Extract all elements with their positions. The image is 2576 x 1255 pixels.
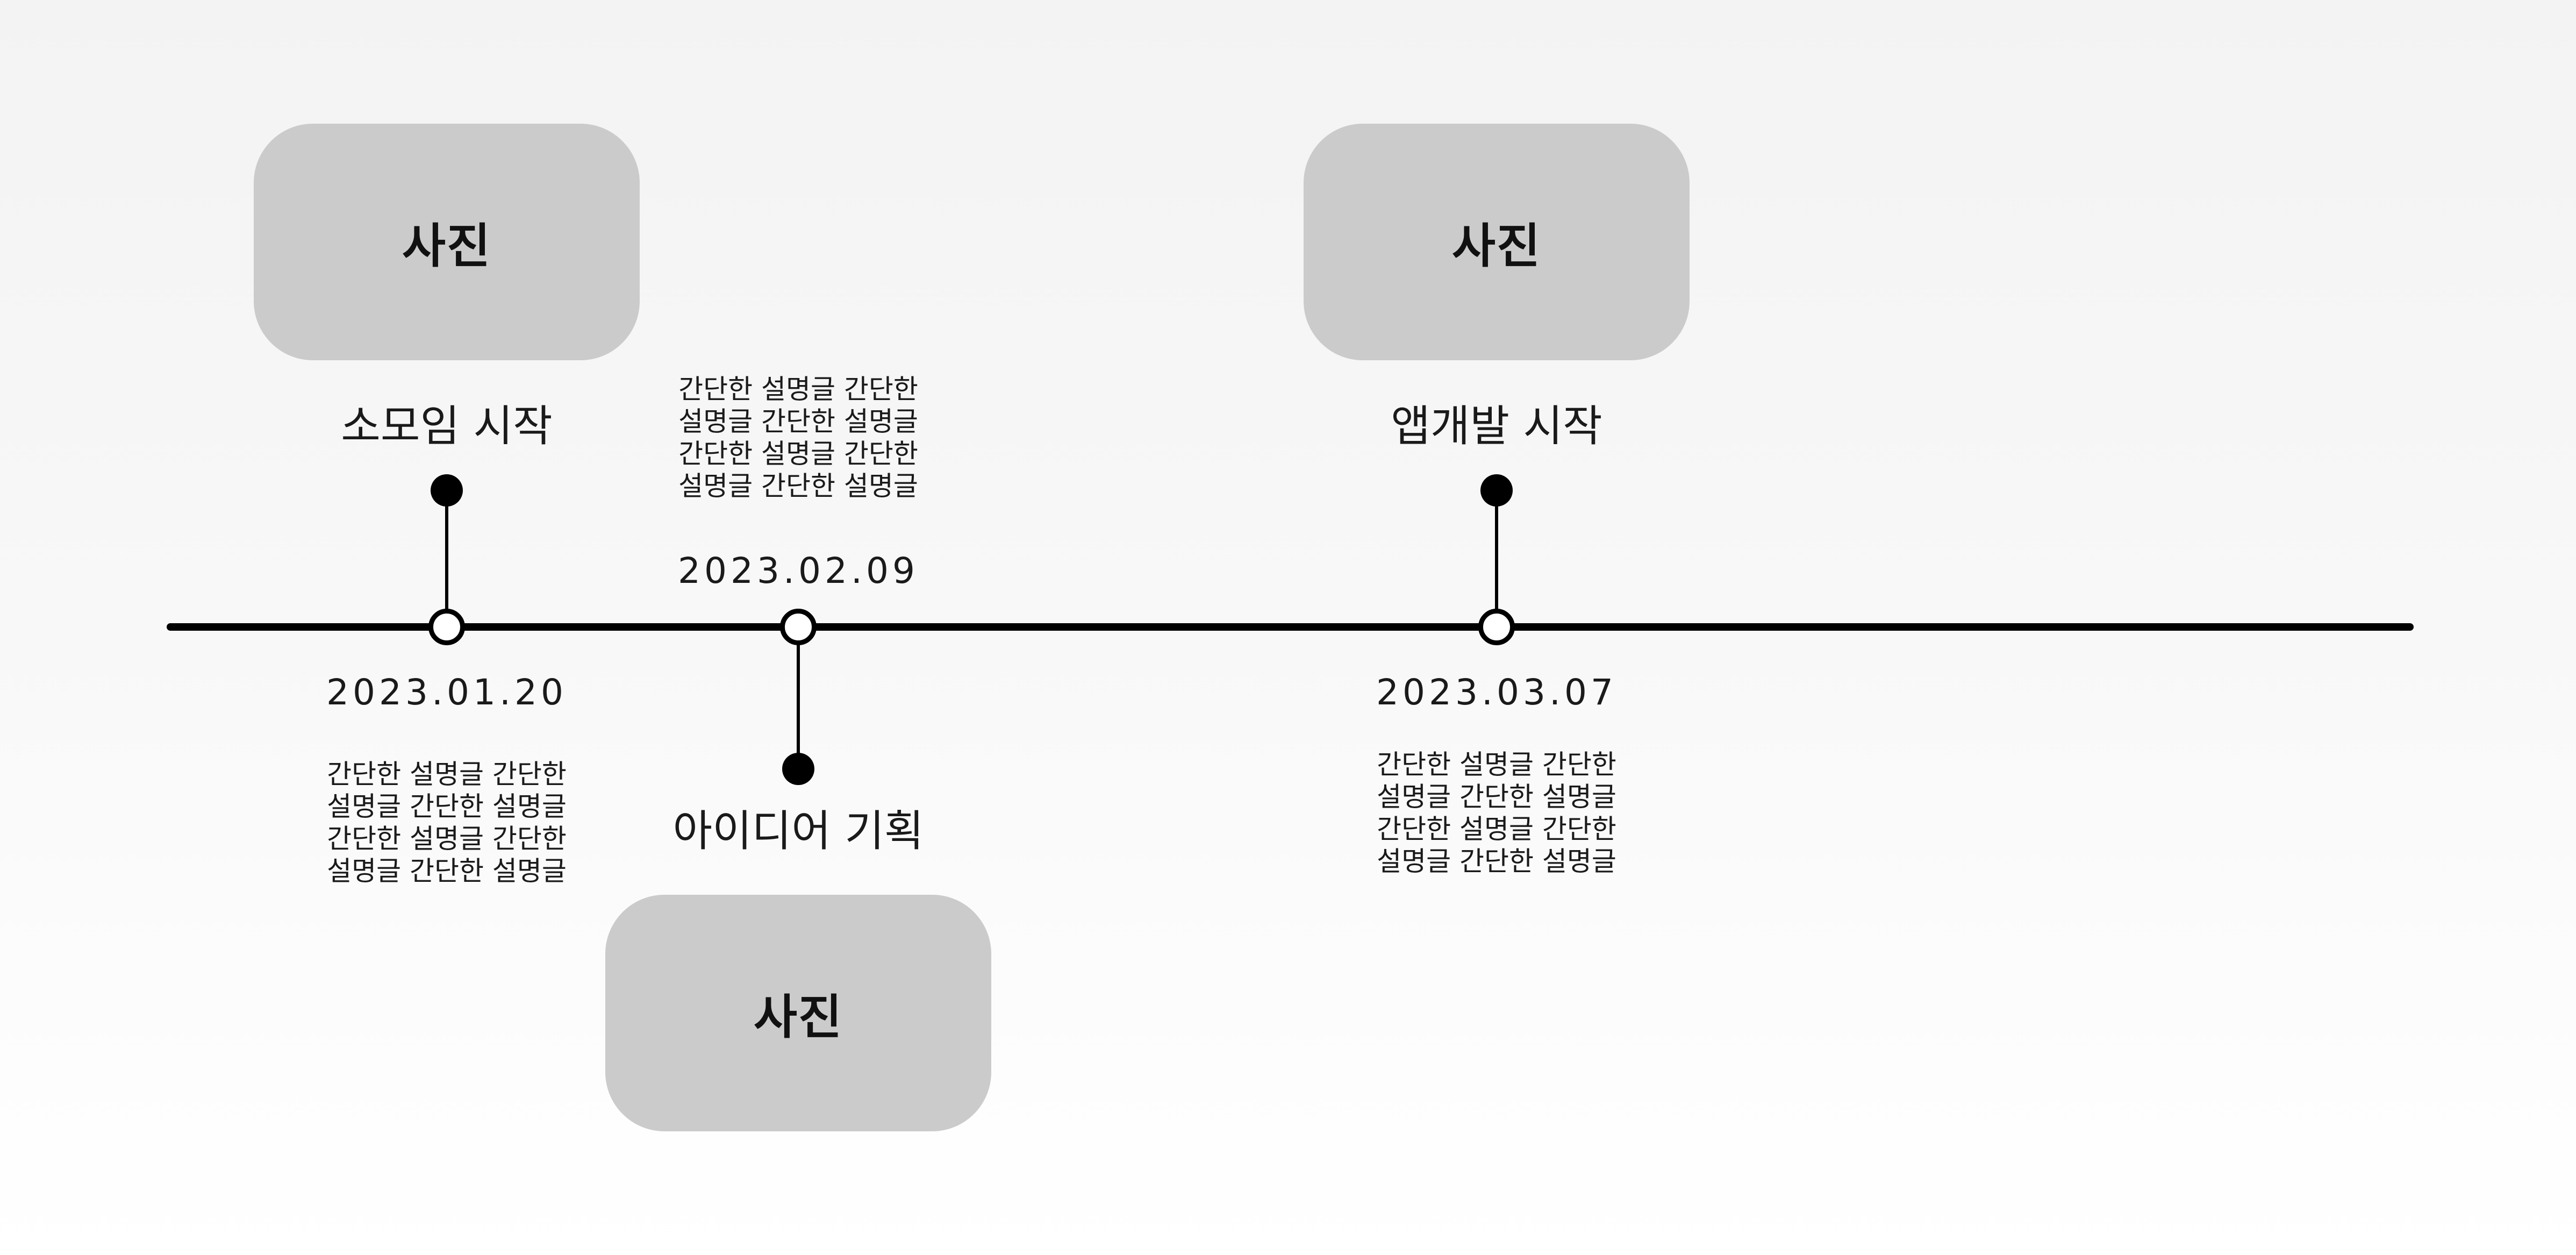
event-3-axis-node (1478, 609, 1515, 645)
event-1-title: 소모임 시작 (341, 401, 553, 451)
event-3-stem (1495, 490, 1498, 627)
event-3-description-line: 설명글 간단한 설명글 (1377, 781, 1616, 812)
event-1-marker-dot (431, 474, 463, 507)
event-1-stem (445, 490, 448, 627)
event-3-date: 2023.03.07 (1376, 672, 1617, 713)
event-2-marker-dot (782, 753, 814, 785)
event-1-axis-node (428, 609, 465, 645)
event-1-photo-placeholder: 사진 (254, 124, 640, 360)
event-3-description: 간단한 설명글 간단한 설명글 간단한 설명글 간단한 설명글 간단한 설명글 … (1346, 748, 1647, 878)
event-3-description-line: 설명글 간단한 설명글 (1377, 846, 1616, 877)
event-2-description-line: 간단한 설명글 간단한 (678, 438, 918, 469)
event-1-description-line: 간단한 설명글 간단한 (327, 823, 567, 854)
event-2-axis-node (780, 609, 817, 645)
event-1-description-line: 설명글 간단한 설명글 (327, 791, 567, 822)
event-3-marker-dot (1480, 474, 1513, 507)
event-2-photo-placeholder: 사진 (605, 895, 991, 1131)
timeline-axis (167, 623, 2414, 631)
event-3-photo-label: 사진 (1452, 218, 1541, 274)
event-2-stem (797, 627, 800, 769)
event-2-description: 간단한 설명글 간단한 설명글 간단한 설명글 간단한 설명글 간단한 설명글 … (648, 373, 949, 502)
event-1-description-line: 간단한 설명글 간단한 (327, 759, 567, 790)
event-1-description: 간단한 설명글 간단한 설명글 간단한 설명글 간단한 설명글 간단한 설명글 … (296, 758, 597, 887)
event-1-photo-label: 사진 (402, 218, 491, 274)
event-2-description-line: 설명글 간단한 설명글 (678, 470, 918, 502)
event-3-description-line: 간단한 설명글 간단한 (1377, 749, 1616, 780)
event-2-photo-label: 사진 (754, 989, 843, 1045)
event-2-title: 아이디어 기획 (672, 806, 924, 856)
event-2-description-line: 설명글 간단한 설명글 (678, 406, 918, 437)
event-2-date: 2023.02.09 (678, 550, 919, 591)
event-3-title: 앱개발 시작 (1391, 401, 1602, 451)
event-1-date: 2023.01.20 (326, 672, 567, 713)
event-3-description-line: 간단한 설명글 간단한 (1377, 814, 1616, 845)
event-2-description-line: 간단한 설명글 간단한 (678, 374, 918, 405)
event-1-description-line: 설명글 간단한 설명글 (327, 855, 567, 887)
event-3-photo-placeholder: 사진 (1304, 124, 1690, 360)
